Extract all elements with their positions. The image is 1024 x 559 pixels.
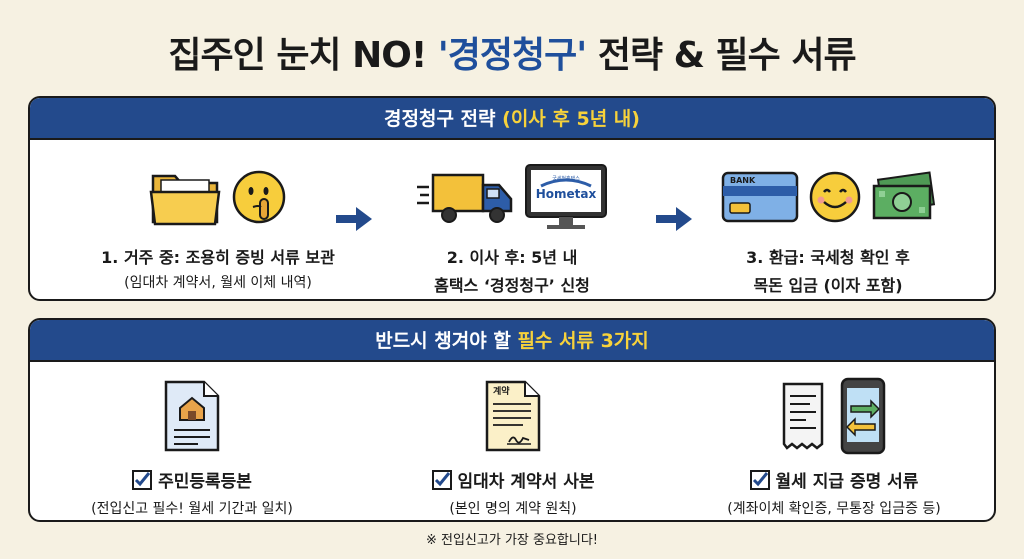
strategy-header-highlight: (이사 후 5년 내) bbox=[502, 108, 640, 130]
arrow-right-icon bbox=[336, 207, 372, 231]
checkbox-checked-icon bbox=[431, 469, 452, 490]
checkbox-checked-icon bbox=[132, 469, 153, 490]
lease-contract-document-icon: 계약 bbox=[485, 380, 541, 452]
documents-panel: 반드시 챙겨야 할 필수 서류 3가지 주민등록등본 (전입신고 필수! 월세 … bbox=[28, 318, 996, 522]
documents-header-main: 반드시 챙겨야 할 bbox=[375, 330, 518, 352]
monitor-hometax-icon: 국세청홈택스 Hometax bbox=[525, 164, 607, 229]
documents-header-highlight: 필수 서류 3가지 bbox=[517, 330, 649, 352]
resident-register-document-icon bbox=[164, 380, 220, 452]
strategy-step-3: BANK 3. 환급: 국세청 확인 후 목돈 입금 (이자 포함) bbox=[678, 158, 978, 296]
document-3-desc: (계좌이체 확인증, 무통장 입금증 등) bbox=[727, 501, 941, 517]
document-2-name: 임대차 계약서 사본 bbox=[457, 472, 595, 492]
arrow-right-icon bbox=[656, 207, 692, 231]
strategy-header-main: 경정청구 전략 bbox=[384, 108, 503, 130]
checkbox-checked-icon bbox=[749, 469, 770, 490]
mobile-transfer-icon bbox=[840, 377, 886, 455]
footnote: ※ 전입신고가 가장 중요합니다! bbox=[425, 533, 599, 548]
document-item-3: 월세 지급 증명 서류 (계좌이체 확인증, 무통장 입금증 등) bbox=[684, 375, 984, 518]
monitor-logo: Hometax bbox=[536, 187, 597, 201]
title-part2: 전략 & 필수 서류 bbox=[586, 35, 857, 76]
document-1-name: 주민등록등본 bbox=[158, 472, 252, 492]
page-title: 집주인 눈치 NO! '경정청구' 전략 & 필수 서류 bbox=[0, 26, 1024, 78]
step-1-desc: (임대차 계약서, 월세 이체 내역) bbox=[124, 275, 312, 291]
document-2-desc: (본인 명의 계약 원칙) bbox=[449, 501, 577, 517]
contract-doc-label: 계약 bbox=[493, 385, 510, 397]
strategy-step-1: 1. 거주 중: 조용히 증빙 서류 보관 (임대차 계약서, 월세 이체 내역… bbox=[68, 158, 368, 292]
cash-money-icon bbox=[872, 171, 936, 220]
monitor-logo-small: 국세청홈택스 bbox=[552, 175, 580, 182]
folder-icon bbox=[149, 174, 221, 226]
document-1-desc: (전입신고 필수! 월세 기간과 일치) bbox=[91, 501, 293, 517]
step-3-desc: 목돈 입금 (이자 포함) bbox=[753, 276, 903, 295]
document-item-2: 계약 임대차 계약서 사본 (본인 명의 계약 원칙) bbox=[363, 375, 663, 518]
documents-header: 반드시 챙겨야 할 필수 서류 3가지 bbox=[30, 320, 994, 362]
strategy-step-2: 국세청홈택스 Hometax 2. 이사 후: 5년 내 홈택스 ‘경정청구’ … bbox=[362, 158, 662, 296]
shush-face-icon bbox=[232, 170, 286, 224]
title-highlight: '경정청구' bbox=[437, 35, 588, 76]
delivery-truck-icon bbox=[417, 173, 513, 223]
receipt-icon bbox=[782, 382, 824, 450]
document-item-1: 주민등록등본 (전입신고 필수! 월세 기간과 일치) bbox=[42, 375, 342, 518]
strategy-header: 경정청구 전략 (이사 후 5년 내) bbox=[30, 98, 994, 140]
smiling-face-icon bbox=[809, 171, 861, 223]
strategy-panel: 경정청구 전략 (이사 후 5년 내) 1. 거주 중: 조용히 증빙 서류 보… bbox=[28, 96, 996, 301]
card-label: BANK bbox=[730, 176, 756, 185]
title-part1: 집주인 눈치 NO! bbox=[168, 35, 438, 76]
step-1-title: 1. 거주 중: 조용히 증빙 서류 보관 bbox=[101, 248, 335, 267]
step-2-desc: 홈택스 ‘경정청구’ 신청 bbox=[434, 276, 590, 295]
document-3-name: 월세 지급 증명 서류 bbox=[775, 472, 919, 492]
bank-card-icon: BANK bbox=[721, 171, 799, 223]
step-3-title: 3. 환급: 국세청 확인 후 bbox=[746, 248, 910, 267]
step-2-title: 2. 이사 후: 5년 내 bbox=[446, 248, 578, 267]
